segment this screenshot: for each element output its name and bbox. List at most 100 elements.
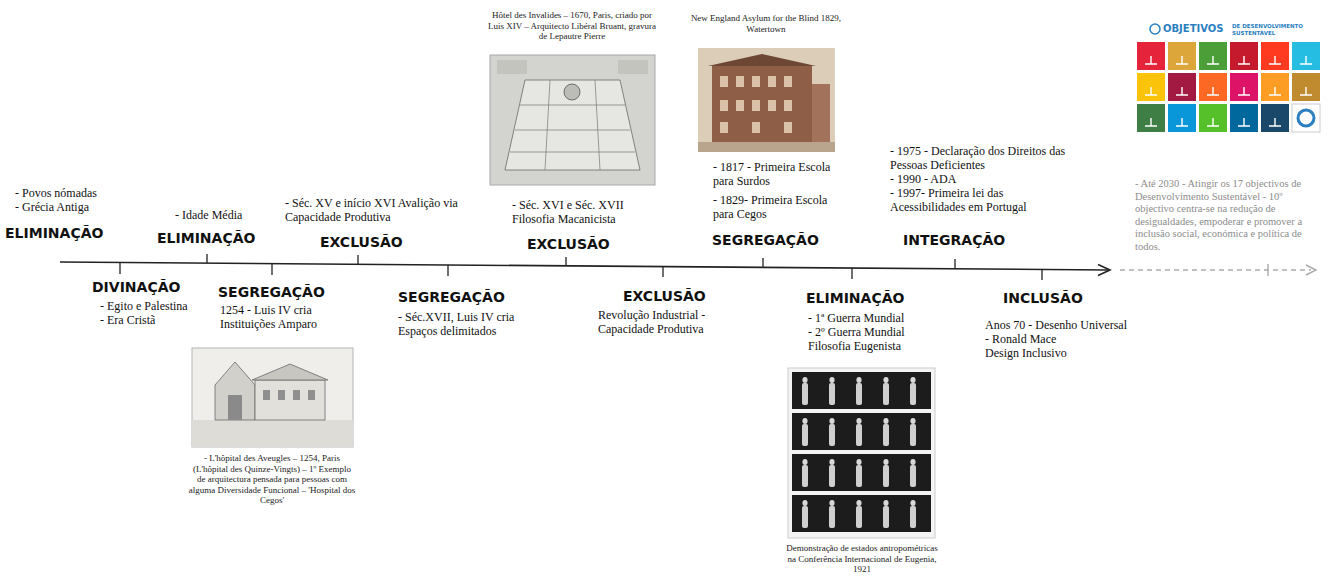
tick <box>1041 270 1042 281</box>
timeline-note: - Idade Média <box>175 208 275 222</box>
window <box>752 100 760 111</box>
window <box>720 76 728 87</box>
figure-body <box>829 383 835 405</box>
sdg-square <box>1137 104 1165 132</box>
figure-body <box>829 424 835 446</box>
street <box>698 142 835 152</box>
timeline-note: 1254 - Luis IV cria Instituições Amparo <box>220 303 352 331</box>
figure-body <box>802 383 808 405</box>
picture-frame <box>788 368 935 538</box>
figure-head <box>856 377 861 383</box>
sdg-icon <box>1207 87 1219 95</box>
figure-body <box>910 383 916 405</box>
sdg-icon <box>1176 87 1188 95</box>
window <box>752 122 760 133</box>
phase-label: ELIMINAÇÃO <box>5 225 103 242</box>
sdg-icon <box>1238 56 1250 64</box>
photo-strip <box>792 495 931 532</box>
figure-head <box>883 377 888 383</box>
photo-strip <box>792 372 931 409</box>
timeline-note: - 1ª Guerra Mundial <box>808 311 938 325</box>
wing <box>520 105 625 106</box>
timeline-note: Revolução Industrial - Capacidade Produt… <box>598 308 730 336</box>
sdg-square <box>1292 42 1320 70</box>
wing <box>510 152 635 153</box>
window <box>736 100 744 111</box>
figure-body <box>829 506 835 528</box>
sdg-wheel <box>1150 24 1160 34</box>
timeline-note: - Séc. XV e início XVI Avalição via Capa… <box>285 196 470 224</box>
figure-head <box>802 459 807 465</box>
windows <box>720 76 792 133</box>
window <box>752 76 760 87</box>
sdg-square <box>1292 104 1320 132</box>
window <box>278 390 285 400</box>
chapel <box>215 362 255 420</box>
tick <box>271 264 272 275</box>
eugenics-photo <box>788 368 935 538</box>
roof <box>708 54 816 66</box>
tick <box>1267 264 1268 276</box>
courtyards <box>510 80 635 170</box>
figure-head <box>802 377 807 383</box>
sdg-square <box>1292 73 1320 101</box>
figure-head <box>910 418 915 424</box>
building <box>712 66 812 142</box>
roof <box>252 364 328 380</box>
figure-body <box>883 424 889 446</box>
sdg-icon <box>1269 118 1281 126</box>
figure-body <box>829 465 835 487</box>
figure-head <box>910 459 915 465</box>
phase-label: SEGREGAÇÃO <box>712 232 819 249</box>
windows <box>263 390 315 400</box>
figure-body <box>856 506 862 528</box>
figure-body <box>856 383 862 405</box>
sdg-square <box>1261 42 1289 70</box>
sdg-icon <box>1238 87 1250 95</box>
timeline-note: - 1997- Primeira lei das Acessibilidades… <box>890 186 1072 214</box>
figure-head <box>829 418 834 424</box>
sdg-icon <box>1176 56 1188 64</box>
tick <box>762 258 763 267</box>
cartouche <box>618 60 648 74</box>
sdg-square <box>1230 73 1258 101</box>
figure-head <box>829 377 834 383</box>
plan <box>505 80 640 170</box>
wing <box>595 80 600 170</box>
window <box>784 76 792 87</box>
sdg-icon <box>1269 87 1281 95</box>
tick <box>851 268 852 279</box>
image-caption: Hôtel des Invalides – 1670, Paris, criad… <box>483 10 661 42</box>
timeline-note: Filosofia Eugenista <box>808 339 938 353</box>
window <box>720 122 728 133</box>
phase-label: INTEGRAÇÃO <box>903 232 1005 249</box>
figure-body <box>802 424 808 446</box>
tick <box>119 263 120 275</box>
timeline-note: - 2º Guerra Mundial <box>808 325 938 339</box>
tick <box>565 257 566 266</box>
image-caption: - L'hôpital des Aveugles – 1254, Paris (… <box>188 453 356 506</box>
figure-head <box>856 418 861 424</box>
window <box>784 122 792 133</box>
sdg-icon <box>1145 87 1157 95</box>
window <box>768 76 776 87</box>
figure-head <box>883 459 888 465</box>
window <box>768 100 776 111</box>
timeline-note: Anos 70 - Desenho Universal <box>985 318 1135 332</box>
sdg-icon <box>1207 118 1219 126</box>
window <box>784 100 792 111</box>
phase-label: INCLUSÃO <box>1003 290 1083 307</box>
asylum-photo <box>698 48 835 152</box>
dome <box>564 84 580 100</box>
phase-label: ELIMINAÇÃO <box>806 290 904 307</box>
sdg-note: - Até 2030 - Atingir os 17 objectivos de… <box>1135 178 1323 253</box>
sdg-title: OBJETIVOS <box>1163 23 1223 35</box>
timeline-note: - 1990 - ADA <box>890 172 1072 186</box>
figure-body <box>883 465 889 487</box>
window <box>308 390 315 400</box>
figure-head <box>883 500 888 506</box>
image-caption: Demonstração de estados antropométricas … <box>784 543 940 575</box>
figure-head <box>829 500 834 506</box>
wing <box>515 130 630 131</box>
